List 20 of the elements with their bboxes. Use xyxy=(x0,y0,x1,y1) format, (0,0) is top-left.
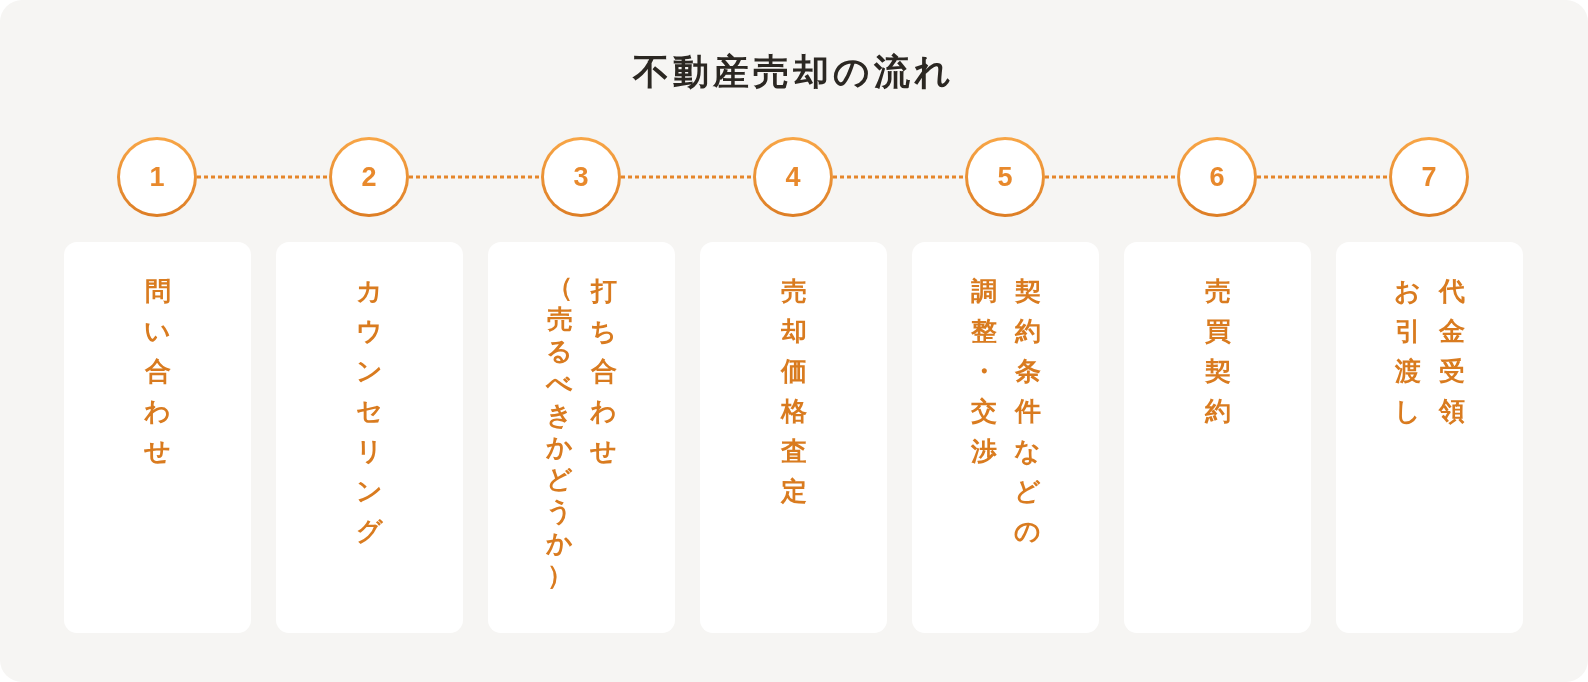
dotted-connector xyxy=(1045,175,1177,179)
step-number: 4 xyxy=(785,163,801,191)
step-number: 2 xyxy=(361,163,377,191)
diagram-title: 不動産売却の流れ xyxy=(633,54,955,90)
dotted-connector xyxy=(1257,175,1389,179)
step-label: カウンセリング xyxy=(355,275,384,548)
step-label: 代金受領お引渡し xyxy=(1393,275,1466,428)
step-label: 問い合わせ xyxy=(143,275,172,468)
step-label: 契約条件などの調整・交渉 xyxy=(969,275,1042,548)
dotted-connector xyxy=(833,175,965,179)
step-label: 売却価格査定 xyxy=(779,275,808,508)
dotted-connector xyxy=(621,175,753,179)
step-number: 1 xyxy=(149,163,165,191)
dotted-connector xyxy=(197,175,329,179)
step-number: 7 xyxy=(1421,163,1437,191)
step-number: 6 xyxy=(1209,163,1225,191)
dotted-connector xyxy=(409,175,541,179)
step-label: 売買契約 xyxy=(1203,275,1232,428)
step-number: 5 xyxy=(997,163,1013,191)
step-number: 3 xyxy=(573,163,589,191)
